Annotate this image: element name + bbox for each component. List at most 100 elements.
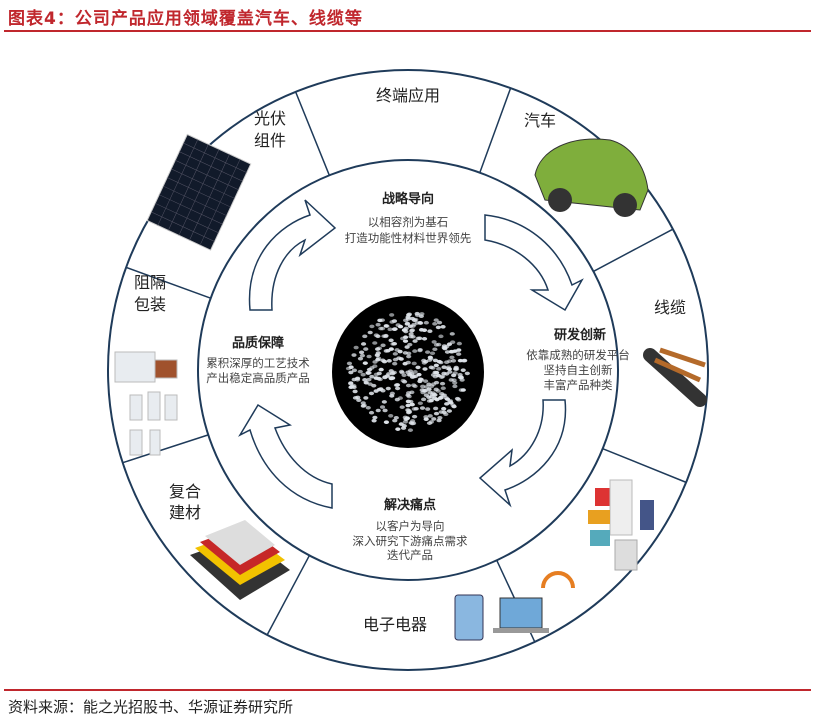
segment-label: 终端应用	[376, 86, 440, 105]
pellet	[432, 322, 438, 326]
pellet	[359, 353, 365, 358]
pellet	[419, 312, 425, 316]
pellet	[391, 341, 398, 346]
pellet	[441, 365, 447, 369]
pellet	[392, 418, 398, 423]
pellet	[349, 384, 355, 389]
pellet	[444, 350, 451, 354]
pellet	[369, 324, 375, 329]
pellet	[400, 378, 406, 383]
pellet	[362, 334, 368, 339]
pellet	[452, 384, 458, 389]
segment-label: 组件	[254, 131, 286, 150]
pellet	[433, 343, 440, 347]
pellet	[421, 336, 428, 341]
pellet	[391, 319, 398, 323]
pellet	[427, 329, 433, 333]
segment-label: 汽车	[524, 111, 556, 130]
pellet	[456, 341, 462, 346]
pellet	[420, 390, 426, 395]
pellet	[375, 322, 381, 327]
pellet	[438, 334, 444, 339]
segment-label: 包装	[134, 295, 166, 314]
cycle-text: 打造功能性材料世界领先	[345, 231, 472, 245]
arrow-icon	[484, 214, 584, 312]
pellet	[428, 356, 434, 361]
pellet	[450, 359, 457, 363]
pellet	[402, 339, 409, 343]
pellet	[434, 370, 440, 375]
cycle-text: 丰富产品种类	[544, 378, 613, 392]
pellet	[379, 318, 385, 322]
pellet	[378, 367, 384, 372]
pellet	[390, 371, 396, 376]
pellet	[381, 359, 388, 364]
pellet	[444, 360, 450, 365]
segment-divider	[294, 91, 331, 176]
pellet	[376, 346, 382, 351]
pellet	[383, 333, 389, 338]
pellet	[411, 383, 417, 387]
pellet	[400, 336, 406, 341]
pellet	[398, 357, 404, 361]
pellet	[416, 372, 422, 377]
pellet	[353, 345, 359, 350]
pellet	[452, 349, 458, 353]
pellet	[421, 397, 427, 402]
pellet	[363, 396, 369, 400]
pellet	[415, 365, 421, 370]
pellet	[366, 377, 372, 382]
pellet	[441, 406, 447, 411]
pellet	[432, 358, 439, 363]
pellet	[456, 397, 462, 402]
pellet	[365, 405, 371, 410]
pellet	[406, 313, 412, 317]
pellet	[444, 402, 450, 406]
pellet	[423, 379, 429, 383]
pellet	[445, 365, 452, 369]
pellet	[352, 396, 359, 400]
pellet	[363, 380, 369, 385]
pellet	[357, 356, 364, 361]
segment-divider	[266, 555, 311, 636]
pellet	[391, 327, 397, 332]
segment-divider	[479, 87, 512, 173]
pellet	[392, 361, 398, 366]
pellet	[380, 343, 386, 348]
pellet	[394, 386, 401, 391]
pellet	[400, 426, 407, 430]
pellet	[449, 332, 455, 336]
pellet	[352, 389, 358, 394]
pellet	[417, 377, 424, 382]
pellet	[373, 376, 379, 380]
pellet	[408, 334, 414, 339]
pellet	[382, 375, 388, 379]
pellet	[405, 393, 411, 397]
pellet	[460, 368, 466, 372]
segment-divider	[125, 266, 211, 299]
pellet	[436, 320, 443, 325]
pellet	[388, 413, 394, 418]
pellet	[439, 381, 446, 386]
pellet	[435, 373, 441, 378]
pellet	[433, 318, 439, 322]
solar-grid-line	[175, 160, 239, 191]
pellet	[383, 420, 390, 424]
pellet	[409, 372, 415, 376]
pellet	[348, 370, 354, 375]
pellet	[423, 393, 429, 397]
pellet	[429, 351, 436, 356]
segment-label: 复合	[169, 482, 201, 501]
pellet	[426, 421, 433, 425]
pellet	[386, 372, 392, 376]
pellet	[371, 383, 377, 388]
pellet	[367, 330, 373, 335]
pellet	[381, 400, 387, 404]
pellet	[426, 387, 432, 391]
pellet	[432, 347, 438, 352]
pellet	[406, 354, 412, 359]
pellet	[450, 340, 456, 344]
cycle-heading: 研发创新	[554, 327, 606, 343]
segment-label: 建材	[169, 503, 201, 522]
